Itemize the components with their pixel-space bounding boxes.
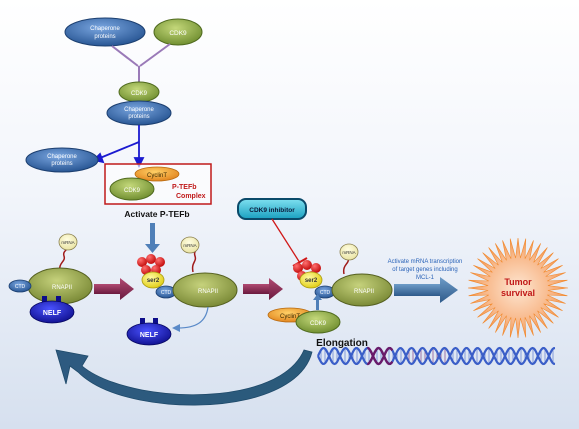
chaperone-top-label-1: Chaperone — [90, 26, 120, 32]
transcription-note-1: Activate mRNA transcription — [388, 259, 463, 265]
mrna-label-3: mRNA — [342, 250, 355, 255]
ptefb-complex-box: CyclinT CDK9 P-TEFb Complex — [104, 163, 212, 205]
nelf-label-2: NELF — [140, 332, 159, 339]
nelf-label-1: NELF — [43, 310, 62, 317]
rnapii-label-3: RNAPII — [354, 289, 374, 295]
mrna-icon: mRNA — [180, 236, 200, 254]
mrna-label-2: mRNA — [183, 243, 196, 248]
cdk9-mid-label: CDK9 — [131, 91, 148, 97]
chaperone-released-label-2: proteins — [51, 161, 72, 167]
ptefb-label-2: Complex — [176, 193, 206, 200]
chaperone-released-label-1: Chaperone — [47, 154, 77, 160]
activate-ptefb-label: Activate P-TEFb — [124, 209, 189, 219]
stage3-rnapii: mRNA ser2 CTD RNAPII CyclinT CDK9 — [267, 243, 393, 334]
cdk9-inhibitor: CDK9 inhibitor — [237, 198, 308, 267]
mrna-label-1: mRNA — [61, 240, 74, 245]
ctd-label-1: CTD — [15, 284, 26, 290]
chaperone-mid-label-2: proteins — [128, 114, 149, 120]
merge-lines — [111, 43, 171, 82]
tumor-label-2: survival — [501, 288, 535, 298]
ptefb-label-1: P-TEFb — [172, 184, 197, 191]
elongation-label: Elongation — [316, 338, 368, 349]
ptefb-down-arrow — [145, 223, 160, 253]
ser2-label-2: ser2 — [305, 278, 318, 284]
cdk9-complex-label: CDK9 — [124, 188, 141, 194]
transcription-note: Activate mRNA transcription of target ge… — [388, 259, 463, 281]
dna-icon — [316, 346, 556, 366]
nelf-icon: NELF — [29, 296, 75, 324]
tumor-icon: Tumor survival — [467, 237, 569, 339]
tumor-label-1: Tumor — [504, 277, 532, 287]
cdk9-lower-label: CDK9 — [310, 321, 327, 327]
mrna-icon: mRNA — [58, 233, 78, 251]
cyclint-lower-label: CyclinT — [280, 314, 300, 320]
chaperone-top: Chaperone proteins — [64, 17, 146, 47]
nelf-icon: NELF — [126, 318, 172, 346]
ctd-label-3: CTD — [320, 290, 331, 296]
transcription-note-2: of target genes including — [392, 267, 457, 273]
rnapii-label-1: RNAPII — [52, 285, 72, 291]
cyclint-label: CyclinT — [147, 173, 167, 179]
maroon-arrow-2 — [243, 278, 283, 300]
phosphate-icon — [137, 254, 165, 275]
maroon-arrow-1 — [94, 278, 134, 300]
mrna-icon: mRNA — [339, 243, 359, 261]
stage2-rnapii: mRNA ser2 CTD RNAPII NELF — [126, 236, 238, 346]
rnapii-label-2: RNAPII — [198, 289, 218, 295]
stage1-rnapii: mRNA RNAPII CTD NELF — [8, 233, 93, 324]
cdk9-top-label: CDK9 — [169, 30, 187, 37]
cdk9-top: CDK9 — [153, 18, 203, 46]
chaperone-top-label-2: proteins — [94, 34, 115, 40]
chaperone-mid: Chaperone proteins — [106, 100, 172, 126]
steel-arrow — [394, 277, 458, 303]
ser2-label-1: ser2 — [147, 278, 160, 284]
dna-strand — [316, 346, 556, 366]
cdk9-inhibitor-label: CDK9 inhibitor — [249, 207, 295, 214]
cdk9-mid: CDK9 — [118, 81, 160, 103]
ctd-label-2: CTD — [161, 290, 172, 296]
return-arrow — [55, 349, 313, 406]
transcription-note-3: MCL-1 — [416, 275, 435, 281]
chaperone-released: Chaperone proteins — [25, 147, 99, 173]
chaperone-mid-label-1: Chaperone — [124, 107, 154, 113]
